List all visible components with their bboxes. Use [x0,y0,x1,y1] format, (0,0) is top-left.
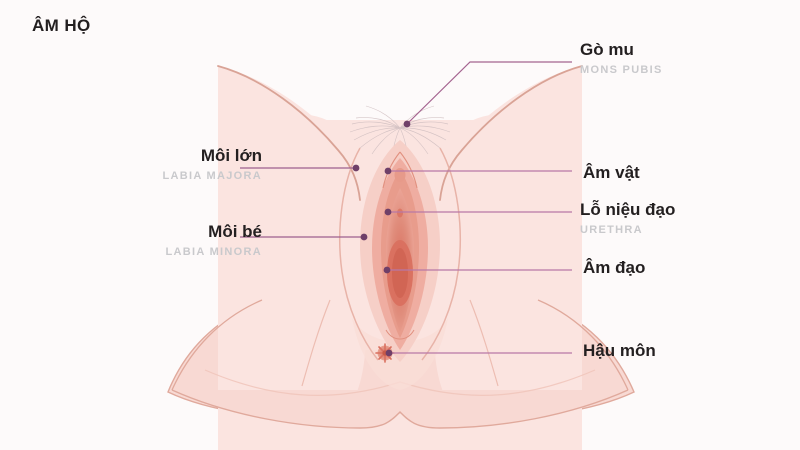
callout-labia-majora-vn: Môi lớn [200,146,262,165]
callout-clitoris: Âm vật [583,163,640,183]
callout-vagina: Âm đạo [583,258,645,278]
callout-mons-pubis-en: MONS PUBIS [580,64,663,76]
leader-lines [240,61,572,357]
callout-clitoris-vn: Âm vật [583,163,640,182]
leader-line-clitoris [384,167,572,175]
callout-urethra-vn: Lỗ niệu đạo [580,200,676,219]
callout-anus-vn: Hậu môn [583,341,656,360]
leader-line-mons-pubis [403,61,572,128]
callout-anus: Hậu môn [583,341,656,361]
callout-labia-majora: Môi lớn LABIA MAJORA [162,146,262,184]
leader-line-labia-majora [240,164,360,172]
callout-labia-majora-en: LABIA MAJORA [162,170,262,182]
callout-urethra-en: URETHRA [580,224,643,236]
callout-labia-minora-en: LABIA MINORA [165,246,262,258]
callout-mons-pubis-vn: Gò mu [580,40,634,59]
leader-line-labia-minora [240,233,368,241]
callout-labia-minora: Môi bé LABIA MINORA [166,222,262,260]
leader-line-vagina [383,266,572,274]
leader-line-anus [385,349,572,357]
vulva-structures [339,140,461,362]
anus-marker [375,343,395,363]
callout-vagina-vn: Âm đạo [583,258,646,277]
callout-mons-pubis: Gò mu MONS PUBIS [580,40,663,78]
callout-urethra: Lỗ niệu đạo URETHRA [580,200,675,238]
callout-labia-minora-vn: Môi bé [208,222,262,241]
page-title: ÂM HỘ [32,16,91,35]
leader-line-urethra [384,208,572,216]
pubic-hair [349,105,451,157]
